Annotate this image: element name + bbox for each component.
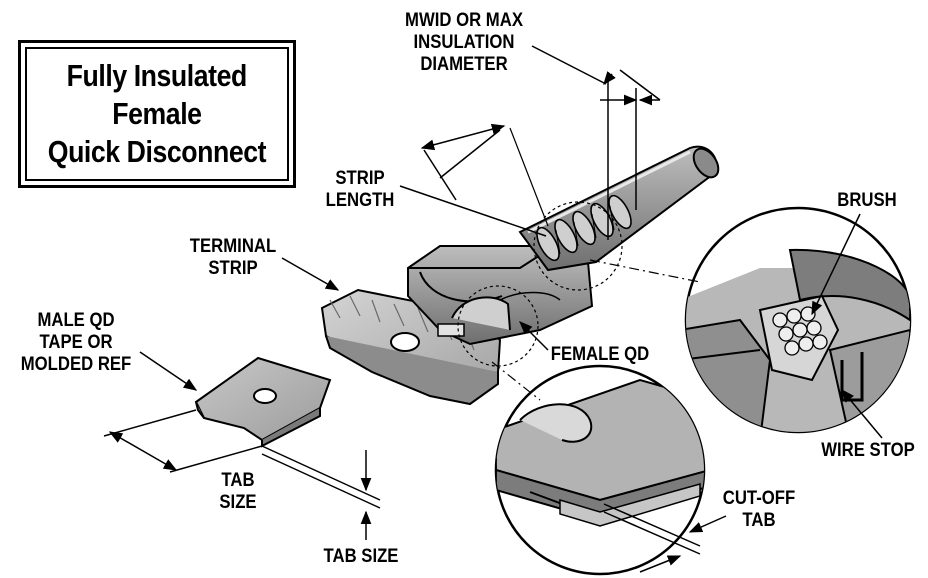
cutoff-tab-line-2: TAB bbox=[742, 510, 776, 531]
mwid-label-line-1: MWID OR MAX bbox=[405, 10, 523, 31]
terminal-strip-line-1: TERMINAL bbox=[189, 236, 277, 257]
terminal-strip-line-2: STRIP bbox=[208, 258, 258, 279]
mwid-label-line-2: INSULATION bbox=[413, 32, 515, 53]
tab-size-label: TAB SIZE bbox=[203, 470, 273, 514]
strip-length-line-2: LENGTH bbox=[325, 190, 395, 211]
male-qd-line-3: MOLDED REF bbox=[20, 354, 132, 375]
brush-label: BRUSH bbox=[837, 190, 897, 211]
title-line-3: Quick Disconnect bbox=[47, 134, 267, 169]
cutoff-tab-line-1: CUT-OFF bbox=[722, 488, 796, 509]
strip-length-line-1: STRIP bbox=[335, 168, 385, 189]
tab-size-line-2: SIZE bbox=[219, 492, 257, 513]
female-qd-label: FEMALE QD bbox=[550, 344, 650, 365]
tab-size-line-1: TAB bbox=[221, 470, 255, 491]
dimension-lines bbox=[103, 45, 883, 573]
male-qd-tab bbox=[194, 356, 332, 448]
title-inner-frame: Fully Insulated Female Quick Disconnect bbox=[25, 47, 289, 181]
female-qd-body bbox=[407, 245, 594, 346]
title-line-1: Fully Insulated bbox=[66, 58, 248, 93]
title-line-2: Female bbox=[112, 96, 202, 131]
mwid-label: MWID OR MAX INSULATION DIAMETER bbox=[394, 10, 535, 76]
detail-circle-wire-stop bbox=[684, 206, 912, 434]
detail-circle-cutoff-tab bbox=[494, 364, 706, 576]
mwid-label-line-3: DIAMETER bbox=[420, 54, 508, 75]
wire-stop-label: WIRE STOP bbox=[821, 440, 915, 461]
male-qd-line-2: TAPE OR bbox=[39, 332, 113, 353]
terminal-strip-label: TERMINAL STRIP bbox=[176, 236, 290, 280]
strip-length-label: STRIP LENGTH bbox=[325, 168, 395, 212]
male-qd-label: MALE QD TAPE OR MOLDED REF bbox=[14, 310, 137, 376]
barrel-and-wire bbox=[457, 145, 720, 367]
cutoff-tab-label: CUT-OFF TAB bbox=[711, 488, 808, 532]
title-box: Fully Insulated Female Quick Disconnect bbox=[18, 40, 296, 188]
male-qd-line-1: MALE QD bbox=[37, 310, 115, 331]
tab-size-thickness-label: TAB SIZE bbox=[323, 546, 399, 567]
